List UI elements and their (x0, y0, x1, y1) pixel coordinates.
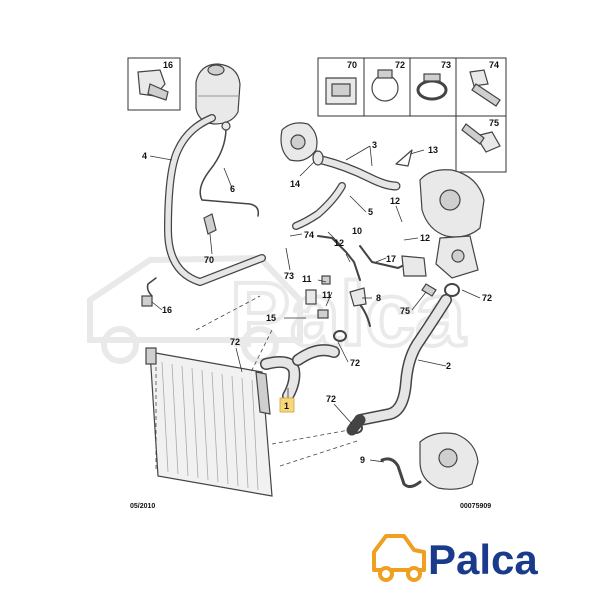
hose-1 (236, 330, 347, 402)
diagram-date: 05/2010 (130, 503, 155, 510)
bracket-16-lower (141, 277, 157, 307)
callout-3: 3 (372, 140, 377, 150)
watermark: Palca (87, 254, 468, 367)
callout-6: 6 (230, 184, 235, 194)
hose-5 (292, 182, 346, 230)
callout-5: 5 (368, 207, 373, 217)
callout-1-highlight: 1 (279, 397, 295, 413)
callout-16: 16 (162, 305, 172, 315)
callout-11-b: 11 (322, 290, 332, 300)
callout-9: 9 (360, 455, 365, 465)
detail-box-16: 16 (127, 57, 181, 111)
callout-16-box: 16 (163, 60, 173, 70)
callout-70: 70 (204, 255, 214, 265)
callout-74-box: 74 (489, 60, 499, 70)
diagram-ref: 00075909 (460, 503, 491, 510)
pipe-6 (199, 121, 260, 235)
hose-2 (354, 283, 460, 426)
dashed-guides (195, 295, 361, 467)
callout-70-box: 70 (347, 60, 357, 70)
callout-13: 13 (428, 145, 438, 155)
hose-4 (164, 114, 266, 286)
clips-11-15 (305, 275, 331, 319)
palca-logo: Palca (372, 534, 538, 583)
detail-boxes-right: 70 72 73 74 75 (317, 57, 507, 173)
engine-part-right (419, 169, 485, 279)
callout-72-lower: 72 (326, 394, 336, 404)
hose-lower (346, 414, 366, 436)
logo-car-icon (372, 534, 426, 572)
callout-12-a: 12 (390, 196, 400, 206)
callout-10: 10 (352, 226, 362, 236)
callout-11-a: 11 (302, 274, 312, 284)
callout-4: 4 (142, 151, 147, 161)
bolt-75-lower (421, 283, 437, 297)
callout-17: 17 (386, 254, 396, 264)
expansion-tank (195, 63, 241, 125)
callout-12-b: 12 (420, 233, 430, 243)
callout-72-box: 72 (395, 60, 405, 70)
callout-labels: 4 3 13 14 6 5 12 12 12 74 10 70 73 17 11… (142, 140, 492, 465)
logo-text: Palca (428, 536, 538, 583)
hose-3 (312, 150, 401, 191)
watermark-text: Palca (230, 265, 466, 365)
callout-75: 75 (400, 306, 410, 316)
callout-1: 1 (284, 401, 289, 411)
callout-12-c: 12 (334, 238, 344, 248)
callout-15: 15 (266, 313, 276, 323)
leader-lines (149, 145, 481, 463)
callout-72-right: 72 (482, 293, 492, 303)
callout-2: 2 (446, 361, 451, 371)
radiator (145, 347, 273, 497)
callout-74: 74 (304, 230, 314, 240)
pipe-9-pump (380, 432, 479, 490)
callout-75-box: 75 (489, 118, 499, 128)
callout-73: 73 (284, 271, 294, 281)
pipes-8-10-17 (317, 235, 427, 327)
callout-8: 8 (376, 293, 381, 303)
callout-72-mid: 72 (350, 358, 360, 368)
sensor-13 (395, 149, 413, 167)
callout-14: 14 (290, 179, 300, 189)
callout-72-radiator: 72 (230, 337, 240, 347)
thermostat-housing (280, 122, 318, 162)
callout-73-box: 73 (441, 60, 451, 70)
